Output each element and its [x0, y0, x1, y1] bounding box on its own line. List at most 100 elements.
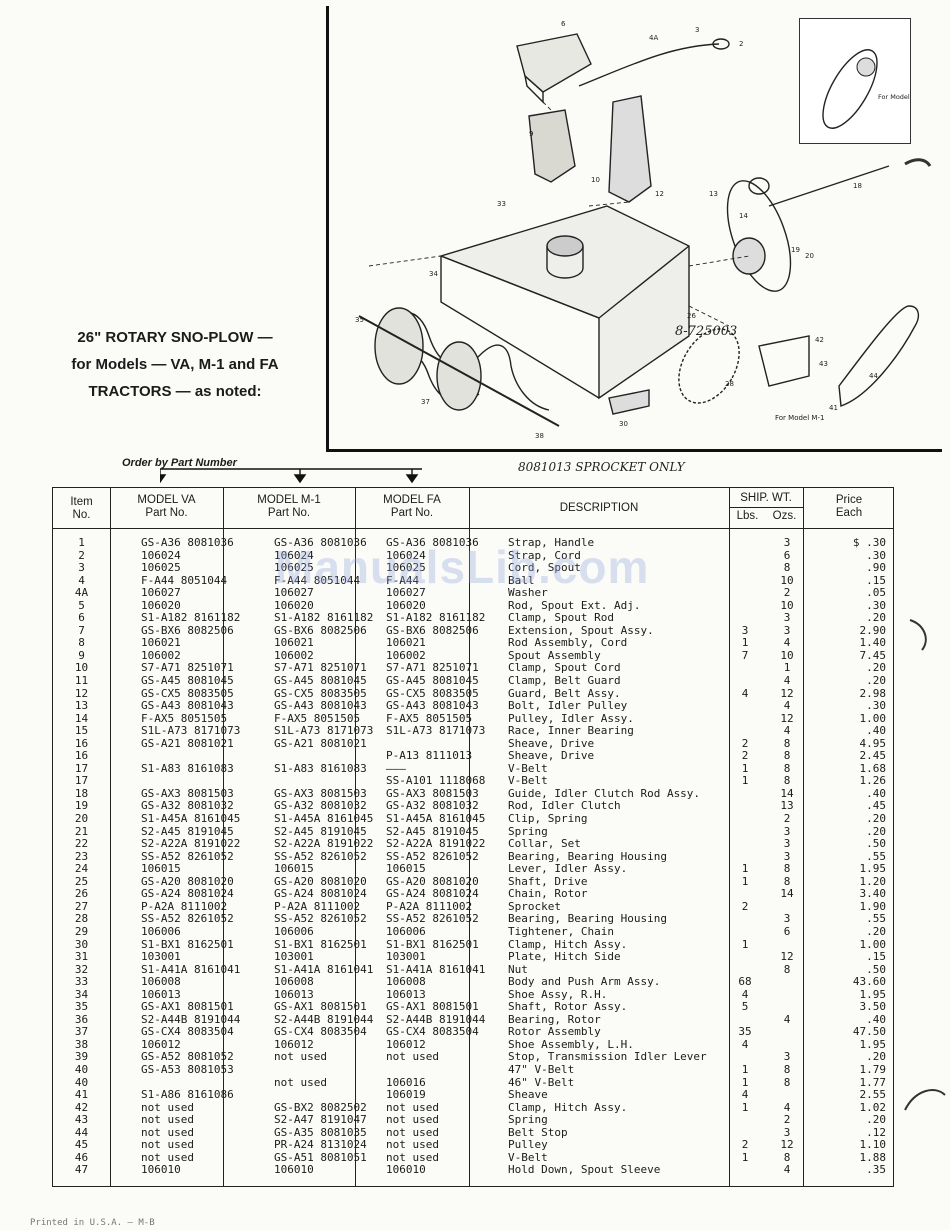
- ship-weight-ozs: 8: [783, 1150, 791, 1164]
- part-description: Clamp, Hitch Assy.: [508, 1100, 628, 1114]
- part-description: Rod Assembly, Cord: [508, 636, 628, 650]
- ship-weight-lbs: 4: [741, 987, 749, 1001]
- ship-weight-ozs: 4: [783, 636, 791, 650]
- part-description: Shaft, Drive: [508, 874, 588, 888]
- model-va-part: 106012: [141, 1037, 181, 1051]
- ship-weight-ozs: 2: [783, 1113, 791, 1127]
- item-number: 26: [74, 887, 89, 901]
- ship-weight-ozs: 2: [783, 812, 791, 826]
- ship-weight-lbs: 2: [741, 736, 749, 750]
- model-va-part: not used: [141, 1138, 194, 1152]
- item-number: 25: [74, 874, 89, 888]
- item-number: 29: [74, 924, 89, 938]
- svg-text:14: 14: [739, 212, 748, 220]
- model-va-part: GS-A52 8081052: [141, 1050, 234, 1064]
- part-description: Chain, Rotor: [508, 887, 588, 901]
- model-va-part: GS-A24 8081024: [141, 887, 234, 901]
- model-fa-part: S2-A44B 8191044: [386, 1012, 486, 1026]
- model-m1-part: S1-BX1 8162501: [274, 937, 367, 951]
- ship-weight-ozs: 8: [783, 749, 791, 763]
- item-number: 39: [74, 1050, 89, 1064]
- model-va-part: not used: [141, 1113, 194, 1127]
- model-m1-part: GS-A20 8081020: [274, 874, 367, 888]
- ship-weight-ozs: 12: [780, 1138, 794, 1152]
- part-description: Clamp, Spout Cord: [508, 661, 621, 675]
- model-m1-part: PR-A24 8131024: [274, 1138, 367, 1152]
- model-va-part: GS-CX5 8083505: [141, 686, 234, 700]
- model-m1-part: GS-BX2 8082502: [274, 1100, 367, 1114]
- price-each: .40: [866, 786, 886, 800]
- price-each: .30: [866, 598, 886, 612]
- price-each: 43.60: [852, 975, 886, 989]
- ship-weight-ozs: 3: [783, 536, 791, 549]
- item-number: 35: [74, 1000, 89, 1014]
- model-va-part: P-A2A 8111002: [141, 899, 228, 913]
- ship-weight-ozs: 14: [780, 786, 794, 800]
- svg-text:10: 10: [591, 176, 600, 184]
- model-m1-part: S2-A22A 8191022: [274, 837, 374, 851]
- part-description: Sheave, Drive: [508, 749, 595, 763]
- model-m1-part: GS-A36 8081036: [274, 536, 367, 549]
- model-fa-part: 106020: [386, 598, 426, 612]
- item-number: 17: [74, 761, 89, 775]
- item-number: 40: [74, 1075, 89, 1089]
- model-fa-part: GS-CX4 8083504: [386, 1025, 479, 1039]
- item-number: 42: [74, 1100, 89, 1114]
- item-number: 14: [74, 711, 89, 725]
- model-fa-part: P-A2A 8111002: [386, 899, 473, 913]
- model-m1-part: S1-A41A 8161041: [274, 962, 374, 976]
- price-each: .20: [866, 924, 886, 938]
- model-fa-part: F-AX5 8051505: [386, 711, 473, 725]
- model-m1-part: S1-A182 8161182: [274, 611, 374, 625]
- ship-weight-lbs: 5: [741, 1000, 749, 1014]
- inset-belt-drawing: For Models V - VA - F and FA: [822, 49, 950, 129]
- model-va-part: GS-A45 8081045: [141, 674, 234, 688]
- svg-text:41: 41: [829, 404, 838, 412]
- price-each: .20: [866, 1113, 886, 1127]
- svg-text:42: 42: [815, 336, 824, 344]
- item-number: 44: [74, 1125, 89, 1139]
- ship-weight-ozs: 8: [783, 1062, 791, 1076]
- ship-weight-lbs: 1: [741, 862, 749, 876]
- model-va-part: F-A44 8051044: [141, 573, 228, 587]
- title-line-1: 26" ROTARY SNO-PLOW —: [77, 329, 273, 346]
- title-line-3: TRACTORS — as noted:: [88, 383, 262, 400]
- item-number: 36: [74, 1012, 89, 1026]
- item-number: 34: [74, 987, 89, 1001]
- ship-weight-lbs: 2: [741, 899, 749, 913]
- svg-text:37: 37: [421, 398, 430, 406]
- model-fa-part: SS-A52 8261052: [386, 849, 479, 863]
- item-number: 37: [74, 1025, 89, 1039]
- ship-weight-lbs: 2: [741, 749, 749, 763]
- model-fa-part: SS-A52 8261052: [386, 912, 479, 926]
- part-description: Bearing, Bearing Housing: [508, 849, 667, 863]
- ship-weight-ozs: 8: [783, 561, 791, 575]
- model-m1-part: SS-A52 8261052: [274, 849, 367, 863]
- item-number: 19: [74, 799, 89, 813]
- model-m1-part: GS-A24 8081024: [274, 887, 367, 901]
- part-description: 47" V-Belt: [508, 1062, 575, 1076]
- price-each: .30: [866, 548, 886, 562]
- model-m1-part: S2-A45 8191045: [274, 824, 367, 838]
- part-description: Spring: [508, 824, 548, 838]
- item-number: 45: [74, 1138, 89, 1152]
- ship-weight-ozs: 3: [783, 837, 791, 851]
- model-m1-part: GS-A21 8081021: [274, 736, 367, 750]
- ship-weight-ozs: 8: [783, 774, 791, 788]
- ship-weight-ozs: 10: [780, 598, 794, 612]
